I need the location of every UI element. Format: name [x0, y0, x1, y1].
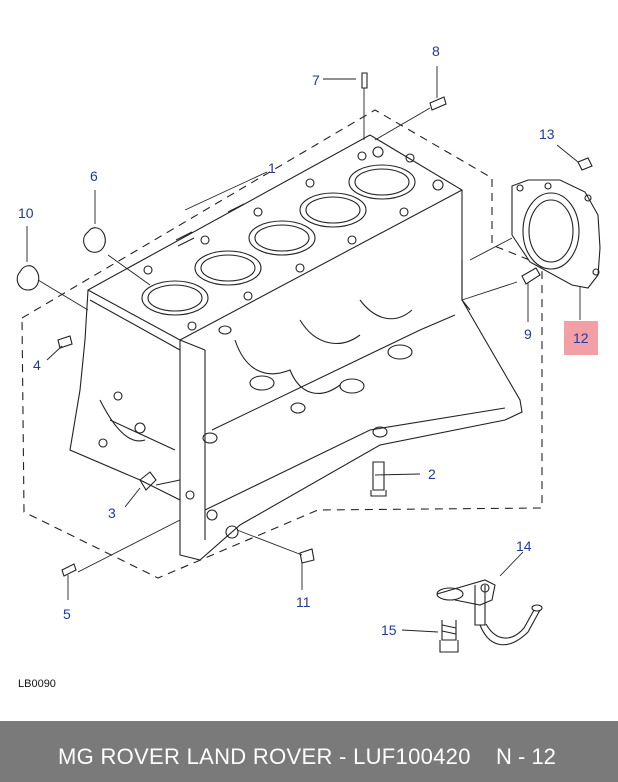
footer-page-number: N - 12 [496, 744, 556, 769]
plug-11-illustration [299, 548, 315, 564]
cylinder-block-illustration [69, 134, 523, 561]
callout-4: 4 [33, 357, 41, 373]
plug-3-illustration [139, 471, 157, 491]
stud-9-illustration [521, 267, 541, 285]
bolt-15-illustration [439, 620, 459, 653]
callout-10: 10 [18, 205, 34, 221]
callout-14: 14 [516, 538, 532, 554]
callout-2: 2 [428, 466, 436, 482]
callout-8: 8 [432, 43, 440, 59]
footer-title: MG ROVER LAND ROVER - LUF100420 [58, 744, 471, 769]
callout-9: 9 [524, 326, 532, 342]
callout-13: 13 [539, 126, 555, 142]
footer-bar [0, 721, 618, 782]
callout-6: 6 [90, 168, 98, 184]
dowel-5-illustration [61, 563, 77, 577]
callout-5: 5 [63, 606, 71, 622]
callout-1: 1 [268, 160, 276, 176]
callout-12-highlighted: 12 [564, 321, 598, 355]
callout-7: 7 [312, 72, 320, 88]
bolt-2-illustration [370, 461, 387, 497]
dowel-4-illustration [57, 335, 73, 349]
bolt-13-illustration [577, 157, 593, 171]
callout-11: 11 [296, 594, 311, 610]
figure-reference: LB0090 [18, 678, 56, 690]
core-plug-10-illustration [16, 265, 40, 291]
rear-oil-seal-housing-illustration [511, 179, 601, 289]
dowel-7-illustration [361, 72, 368, 89]
assembly-boundary [21, 109, 543, 579]
piston-oil-jet-illustration [436, 579, 543, 646]
exploded-parts-diagram [16, 66, 601, 653]
core-plug-6-illustration [83, 227, 106, 253]
callout-15: 15 [381, 622, 397, 638]
leader-lines [26, 66, 581, 633]
callout-3: 3 [108, 505, 116, 521]
dowel-8-illustration [429, 96, 447, 111]
